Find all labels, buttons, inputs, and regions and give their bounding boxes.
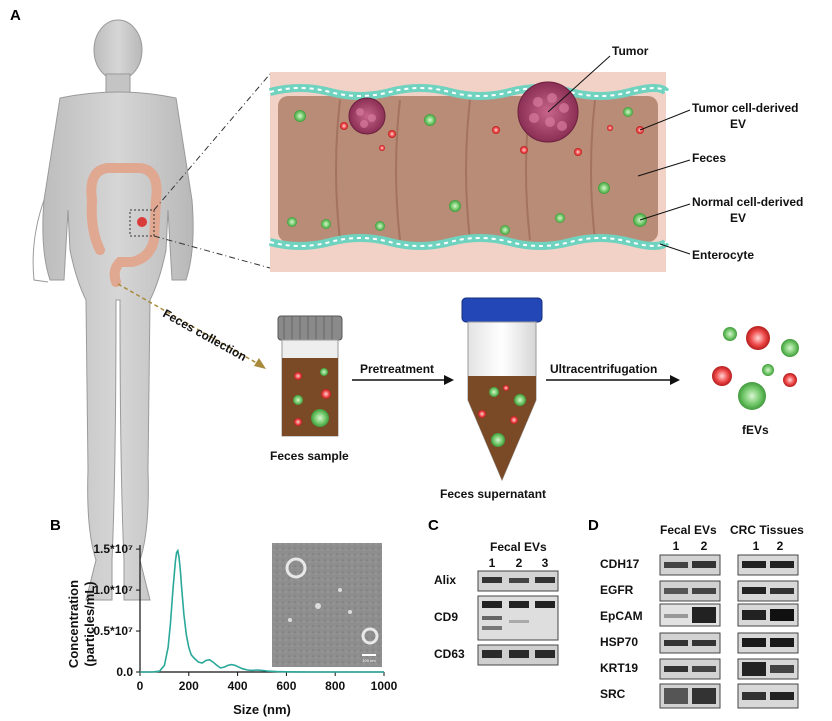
small-tumor — [348, 97, 386, 135]
blot-c-row-cd9: CD9 — [434, 610, 458, 624]
blot-c-cd63-band — [477, 644, 559, 666]
chart-xlabel: Size (nm) — [233, 702, 291, 717]
chart-x-tick-label: 0 — [137, 679, 144, 693]
blot-c-lane-1: 1 — [489, 556, 496, 570]
intestine-annotations: Tumor Tumor cell-derived EV Feces Normal… — [547, 44, 803, 262]
nta-chart: 0 200 400 600 800 1000 0.0 0.5*10⁷ 1.0*10⁷ 1.5*10… — [93, 542, 397, 693]
chart-y-tick-label: 0.5*10⁷ — [93, 624, 133, 638]
chart-x-tick-label: 600 — [276, 679, 296, 693]
centrifuge-tube — [461, 297, 543, 482]
tem-scalebar-label: 100 nm — [362, 658, 376, 663]
colon-icon — [86, 163, 162, 287]
chart-ylabel-line2: (particles/mL) — [82, 581, 97, 666]
panel-label-a: A — [10, 7, 21, 24]
fevs-cluster — [712, 326, 799, 410]
blot-c-title: Fecal EVs — [490, 540, 547, 554]
label-tumor-ev-line2: EV — [730, 117, 746, 131]
zoom-line-bottom — [153, 235, 271, 269]
blot-d-crc-bands — [737, 554, 799, 709]
label-normal-ev-line2: EV — [730, 211, 746, 225]
chart-x-tick-label: 1000 — [371, 679, 398, 693]
chart-ylabel-line1: Concentration — [66, 580, 81, 668]
blot-d-group2: CRC Tissues — [730, 523, 804, 537]
blot-d-row-egfr: EGFR — [600, 583, 634, 597]
panel-label-b: B — [50, 517, 61, 534]
blot-d-group1: Fecal EVs — [660, 523, 717, 537]
label-enterocyte: Enterocyte — [692, 248, 754, 262]
label-fevs: fEVs — [742, 423, 769, 437]
chart-y-tick-label: 1.5*10⁷ — [93, 542, 133, 556]
label-pretreatment: Pretreatment — [360, 362, 434, 376]
zoom-line-top — [153, 73, 271, 211]
human-body-illustration — [32, 19, 194, 601]
chart-x-tick-label: 800 — [325, 679, 345, 693]
blot-c-alix-band — [477, 570, 559, 592]
label-tumor-ev-line1: Tumor cell-derived — [692, 101, 798, 115]
label-feces-supernatant: Feces supernatant — [440, 487, 546, 501]
tumor-site-icon — [137, 217, 147, 227]
blot-d-row-epcam: EpCAM — [600, 609, 643, 623]
label-feces-sample: Feces sample — [270, 449, 349, 463]
blot-d-row-cdh17: CDH17 — [600, 557, 640, 571]
label-feces-collection: Feces collection — [161, 306, 249, 364]
blot-d-row-hsp70: HSP70 — [600, 635, 638, 649]
chart-series-line — [140, 548, 384, 673]
blot-d-lane2-2: 2 — [777, 539, 784, 553]
chart-y-tick-label: 1.0*10⁷ — [93, 583, 133, 597]
tem-image-inset: 100 nm — [272, 543, 382, 667]
feces-sample-jar — [277, 315, 343, 437]
blot-d-lane1-1: 1 — [673, 539, 680, 553]
chart-x-tick-label: 400 — [228, 679, 248, 693]
blot-d-row-krt19: KRT19 — [600, 661, 638, 675]
label-ultracentrifugation: Ultracentrifugation — [550, 362, 657, 376]
label-normal-ev-line1: Normal cell-derived — [692, 195, 803, 209]
blot-c-row-alix: Alix — [434, 573, 456, 587]
blot-c-cd9-band — [477, 595, 559, 641]
blot-c-lane-3: 3 — [542, 556, 549, 570]
blot-d-lane2-1: 1 — [753, 539, 760, 553]
blot-d-row-src: SRC — [600, 687, 626, 701]
label-feces: Feces — [692, 151, 726, 165]
chart-y-tick-label: 0.0 — [116, 665, 133, 679]
blot-d-fecal-bands — [659, 554, 721, 709]
blot-c-lane-2: 2 — [516, 556, 523, 570]
panel-label-c: C — [428, 517, 439, 534]
panel-label-d: D — [588, 517, 599, 534]
label-tumor: Tumor — [612, 44, 649, 58]
blot-d-lane1-2: 2 — [701, 539, 708, 553]
blot-c-row-cd63: CD63 — [434, 647, 465, 661]
chart-x-tick-label: 200 — [179, 679, 199, 693]
intestine-section — [268, 72, 670, 272]
